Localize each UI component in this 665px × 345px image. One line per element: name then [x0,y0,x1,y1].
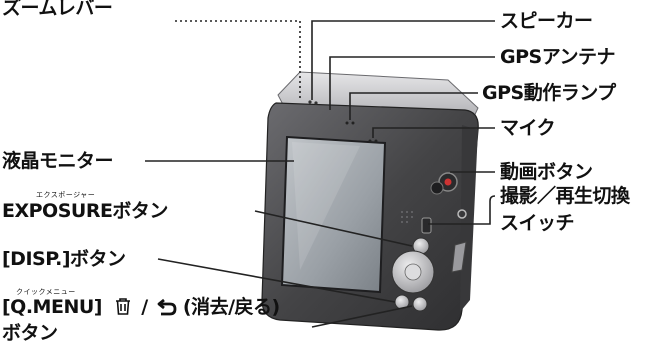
lcd-screen [280,135,387,294]
label-speaker: スピーカー [500,10,593,32]
mode-switch-shape [421,217,432,234]
label-qmenu-button: ボタン [2,322,58,344]
ruby-exposure: エクスポージャー [36,191,96,199]
ruby-qmenu: クイックメニュー [16,288,76,296]
gps-antenna-leader [329,56,495,110]
label-movie-button: 動画ボタン [500,161,593,183]
label-qmenu-prefix: [Q.MENU] [2,296,102,318]
speaker-leader [311,20,495,100]
exposure-leader [254,210,413,247]
gps-lamp-leader [349,92,478,120]
label-gps-antenna: GPSアンテナ [500,46,615,68]
label-qmenu: [Q.MENU] / (消去/戻る) [2,296,280,318]
qmenu-leader [311,305,413,328]
label-mode-switch-line2: スイッチ [500,212,575,234]
trash-icon [116,298,131,315]
label-lcd: 液晶モニター [2,150,114,172]
label-zoom-lever: ズームレバー [2,0,113,19]
return-arrow-icon [157,298,177,316]
label-qmenu-suffix: (消去/戻る) [182,296,280,318]
label-gps-lamp: GPS動作ランプ [482,82,616,104]
zoom-leader [175,20,301,100]
disp-leader [157,258,396,303]
label-mic: マイク [500,117,556,139]
label-mode-switch-line1: 撮影／再生切換 [500,185,630,207]
label-disp-button: [DISP.]ボタン [2,248,126,270]
qmenu-button-shape [412,296,428,312]
label-qmenu-separator: / [141,296,148,318]
label-exposure-button: EXPOSUREボタン [2,200,168,222]
mic-leader [372,127,495,138]
mode-switch-leader [428,195,496,225]
